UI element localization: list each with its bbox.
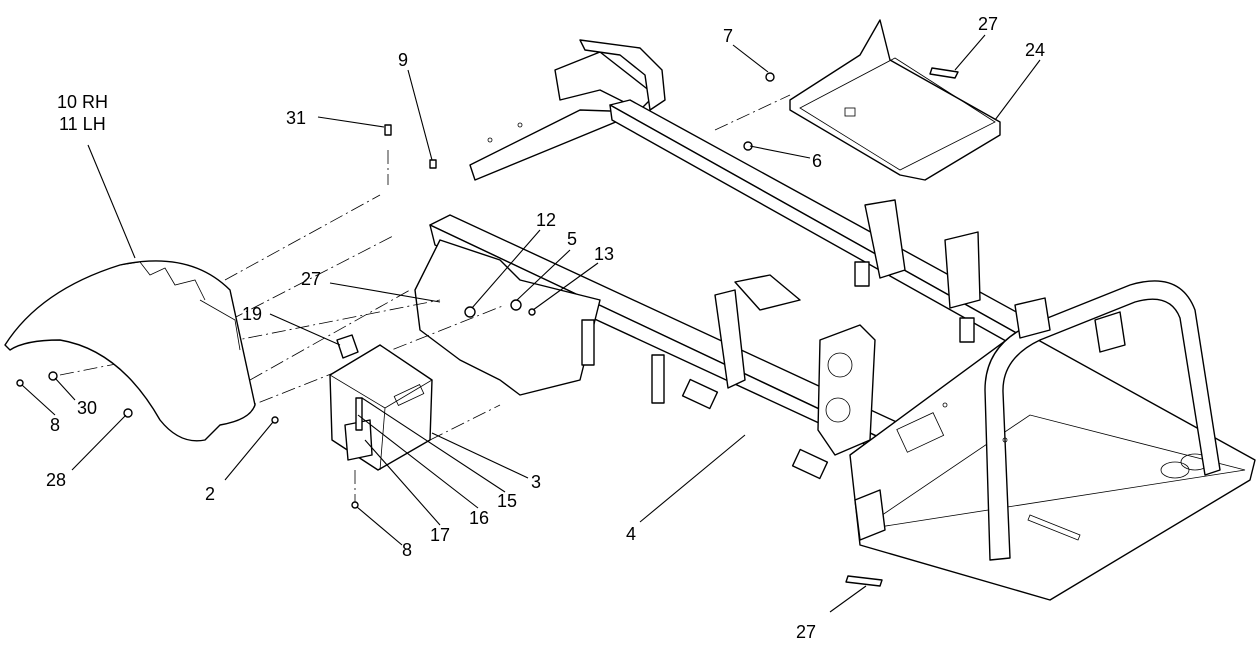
callout-12: 12: [536, 210, 556, 230]
callout-4: 4: [626, 524, 636, 544]
callout-30: 30: [77, 398, 97, 418]
callout-24: 24: [1025, 40, 1045, 60]
hardware: [16, 72, 775, 509]
fender: [4, 260, 256, 442]
callout-15: 15: [497, 491, 517, 511]
callout-2: 2: [205, 484, 215, 504]
battery-hold-down: [344, 397, 373, 461]
clip-5: [510, 299, 522, 311]
battery-terminal-19: [336, 334, 359, 359]
leader-lines: [21, 34, 1041, 613]
assembly-center-lines: [59, 94, 791, 505]
callout-labels: 10 RH 11 LH 31 9 7 27 24 6 12 5 13 27 19…: [46, 14, 1045, 642]
callout-27-mid: 27: [301, 269, 321, 289]
callout-16: 16: [469, 508, 489, 528]
nut-8-left: [16, 379, 24, 387]
callout-27-top: 27: [978, 14, 998, 34]
decal-27-top: [929, 67, 959, 79]
callout-7: 7: [723, 26, 733, 46]
callout-13: 13: [594, 244, 614, 264]
main-frame: [414, 39, 1256, 601]
bolt-2: [271, 416, 279, 424]
bolt-9: [429, 159, 437, 169]
callout-28: 28: [46, 470, 66, 490]
callout-27-bottom: 27: [796, 622, 816, 642]
callout-fender-lh: 11 LH: [59, 114, 106, 134]
callout-8-bottom: 8: [402, 540, 412, 560]
heat-shield: [789, 19, 1001, 181]
callout-6: 6: [812, 151, 822, 171]
part-12: [464, 306, 476, 318]
callout-31: 31: [286, 108, 306, 128]
callout-19: 19: [242, 304, 262, 324]
callout-fender-rh: 10 RH: [57, 92, 108, 112]
callout-17: 17: [430, 525, 450, 545]
nut-8-bottom: [351, 501, 359, 509]
bolt-31: [384, 124, 392, 136]
nut-13: [528, 308, 536, 316]
decal-27-bottom: [845, 575, 883, 587]
callout-5: 5: [567, 229, 577, 249]
callout-8-left: 8: [50, 415, 60, 435]
nut-7: [765, 72, 775, 82]
callout-3: 3: [531, 472, 541, 492]
battery: [329, 344, 433, 471]
callout-9: 9: [398, 50, 408, 70]
